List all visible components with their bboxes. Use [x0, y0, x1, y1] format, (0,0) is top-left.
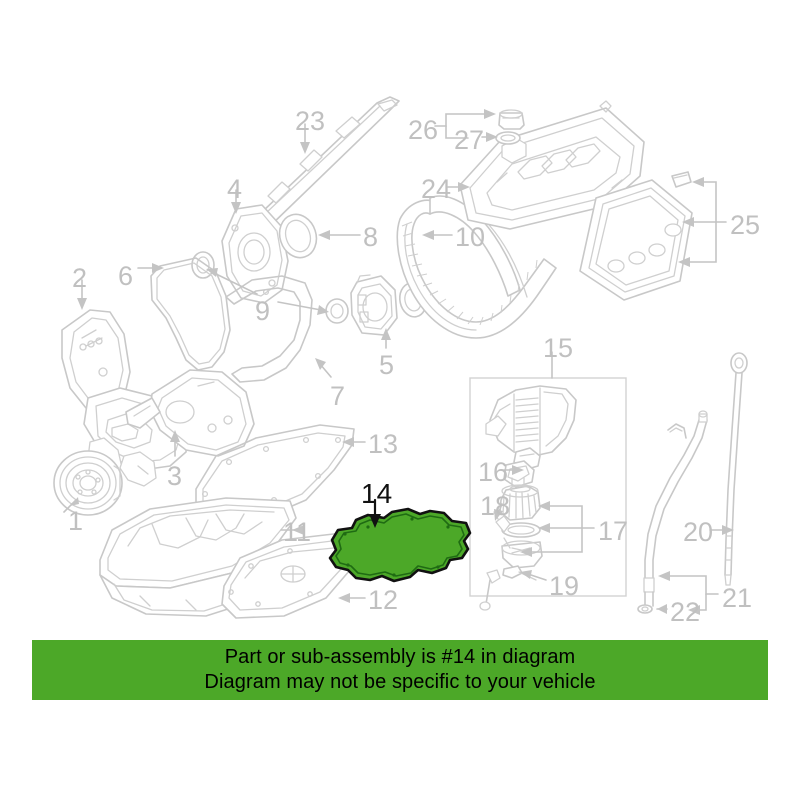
- callout-label-24: 24: [421, 174, 452, 204]
- callout-label-26: 26: [408, 115, 439, 145]
- part-15-group-box: [469, 377, 627, 597]
- callout-label-6: 6: [118, 261, 134, 291]
- part-4-shape: [221, 204, 289, 304]
- part-19-shape: [479, 565, 537, 611]
- part-25-shape: [579, 171, 693, 301]
- part-9b-shape: [325, 298, 349, 324]
- part-8-shape: [278, 213, 318, 259]
- part-notice-banner: Part or sub-assembly is #14 in diagram D…: [32, 640, 768, 700]
- leader-lines: [63, 109, 734, 615]
- part-22-shape: [637, 604, 653, 614]
- part-14-leader: [369, 498, 381, 528]
- part-9a-shape: [191, 251, 215, 279]
- part-18-shape: [499, 484, 541, 521]
- part-5-shape: [350, 274, 398, 336]
- part-27-shape: [495, 131, 521, 145]
- banner-line-2: Diagram may not be specific to your vehi…: [204, 671, 596, 693]
- part-7-shape: [225, 275, 313, 383]
- callout-label-15: 15: [543, 333, 574, 363]
- callout-label-16: 16: [478, 457, 509, 487]
- callout-label-1: 1: [68, 506, 84, 536]
- callout-label-3: 3: [167, 461, 183, 491]
- part-26-shape: [498, 109, 525, 130]
- callout-label-10: 10: [455, 222, 486, 252]
- callout-label-23: 23: [295, 106, 326, 136]
- callout-label-4: 4: [227, 174, 243, 204]
- callout-label-5: 5: [379, 350, 395, 380]
- part-16-shape: [503, 460, 535, 488]
- part-6-shape: [150, 257, 231, 371]
- callout-label-7: 7: [330, 381, 346, 411]
- callout-label-2: 2: [72, 263, 88, 293]
- callout-label-22: 22: [670, 597, 701, 627]
- callout-label-12: 12: [368, 585, 399, 615]
- callout-label-25: 25: [730, 210, 761, 240]
- callout-label-11: 11: [283, 517, 312, 547]
- part-21-shape: [643, 410, 708, 607]
- banner-line-1: Part or sub-assembly is #14 in diagram: [224, 646, 576, 668]
- callout-label-19: 19: [549, 571, 580, 601]
- callout-label-20: 20: [683, 517, 714, 547]
- part-2-shape: [61, 309, 189, 487]
- callout-label-27: 27: [454, 125, 485, 155]
- callout-label-17: 17: [598, 516, 629, 546]
- part-23-shape: [256, 96, 400, 231]
- callout-label-14: 14: [361, 478, 393, 509]
- callout-label-9: 9: [255, 296, 271, 326]
- callout-label-18: 18: [480, 491, 511, 521]
- part-20-shape: [724, 352, 748, 586]
- callout-label-8: 8: [363, 222, 379, 252]
- part-1-shape: [53, 450, 123, 516]
- part-14-highlight-shape: [328, 507, 472, 583]
- callout-label-21: 21: [722, 583, 753, 613]
- callout-label-13: 13: [368, 429, 399, 459]
- part-15-shape: [485, 385, 577, 471]
